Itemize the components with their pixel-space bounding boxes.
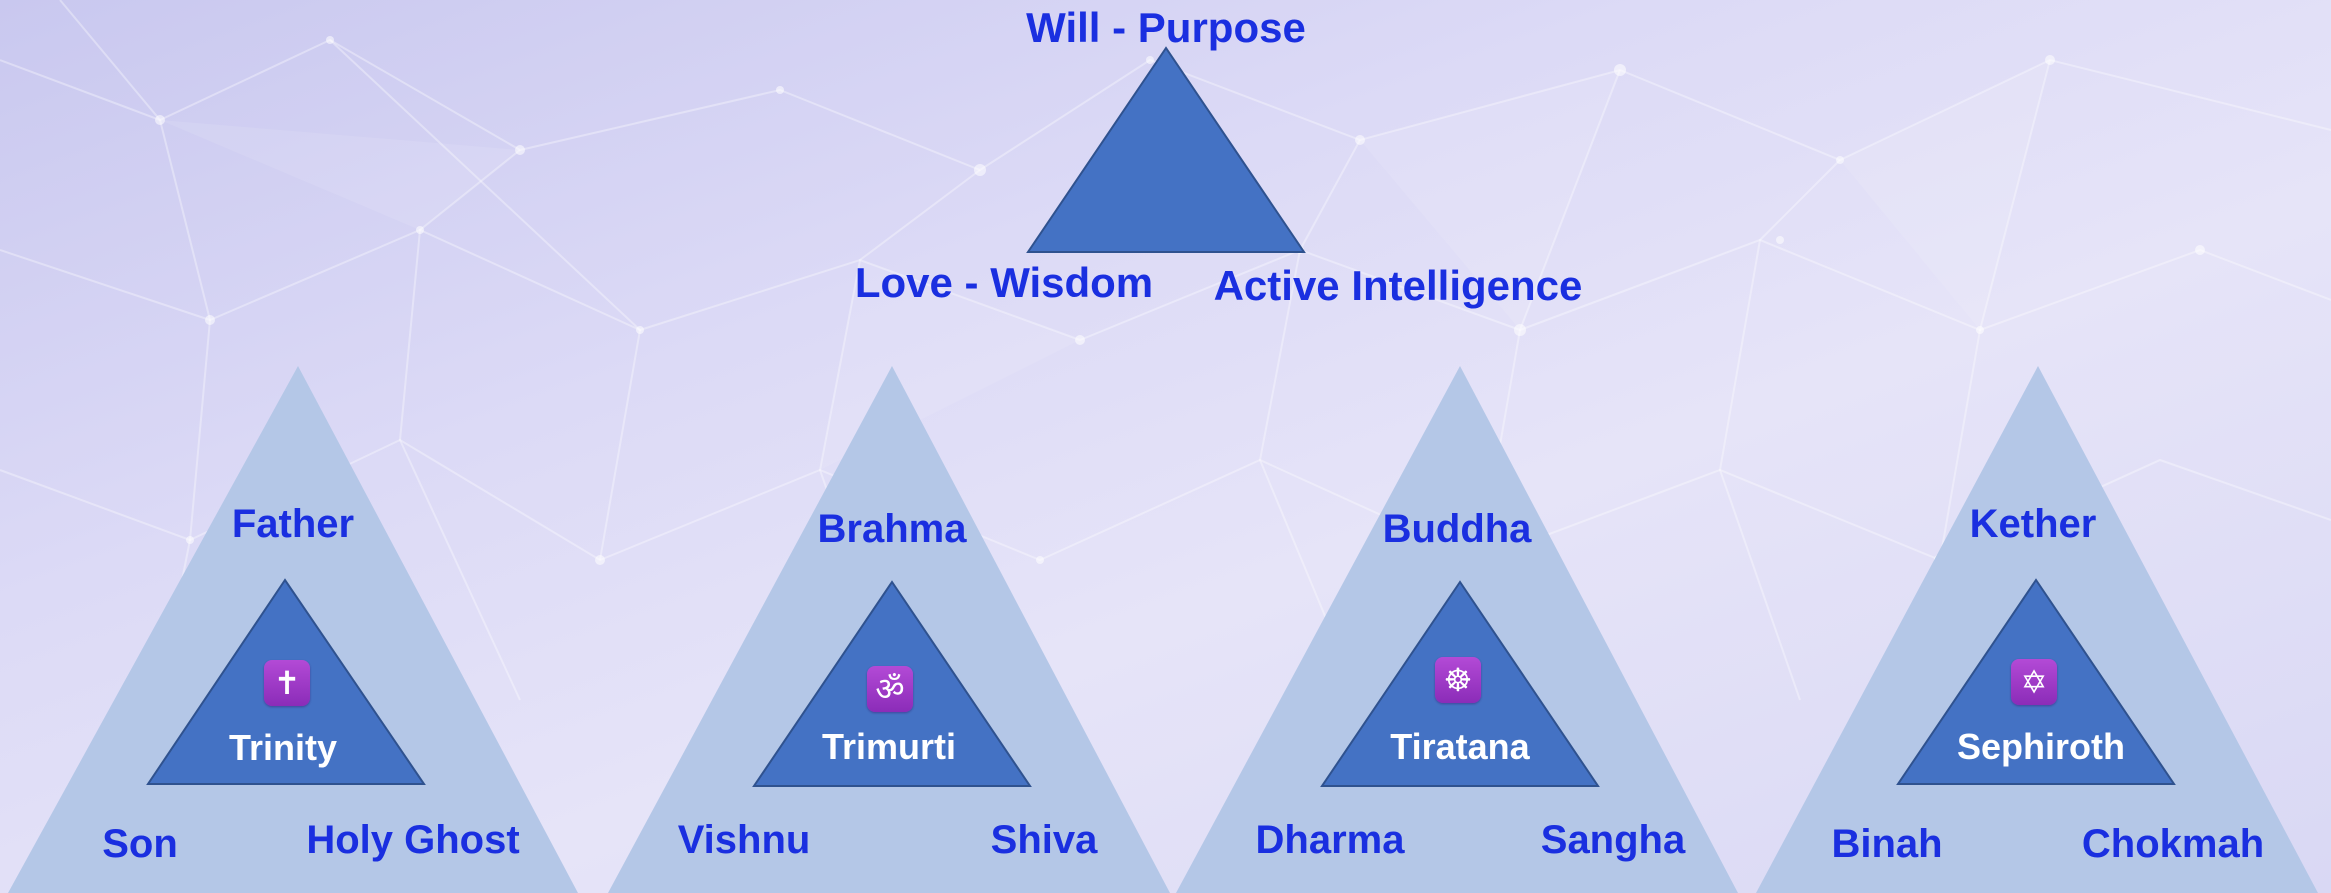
triad-1-center-label: Trinity [228, 727, 338, 768]
triad-4-center-label: Sephiroth [1957, 726, 2125, 767]
top-left-label: Love - Wisdom [854, 259, 1154, 306]
om-icon: ॐ [867, 666, 913, 712]
triad-4-right-label: Chokmah [2081, 822, 2265, 866]
triad-1-left-label: Son [102, 822, 178, 866]
triad-2-top-label: Brahma [817, 507, 967, 551]
triad-3-left-label: Dharma [1255, 818, 1405, 862]
dharma-wheel-icon: ☸ [1435, 657, 1481, 703]
triad-3-right-label: Sangha [1540, 818, 1686, 862]
triad-4-left-label: Binah [1831, 822, 1943, 866]
top-apex-label: Will - Purpose [1026, 4, 1306, 51]
triad-4-top-label: Kether [1969, 502, 2097, 546]
triad-2-left-label: Vishnu [677, 818, 811, 862]
triad-1-top-label: Father [231, 502, 355, 546]
triad-3-center-label: Tiratana [1390, 726, 1530, 767]
triad-2-center-label: Trimurti [821, 726, 957, 767]
triad-2-right-label: Shiva [990, 818, 1098, 862]
triad-1-right-label: Holy Ghost [306, 818, 520, 862]
latin-cross-icon: ✝ [264, 660, 310, 706]
top-right-label: Active Intelligence [1213, 262, 1583, 309]
top-triangle [1026, 46, 1306, 253]
star-of-david-icon: ✡ [2011, 659, 2057, 705]
triad-3-top-label: Buddha [1382, 507, 1532, 551]
